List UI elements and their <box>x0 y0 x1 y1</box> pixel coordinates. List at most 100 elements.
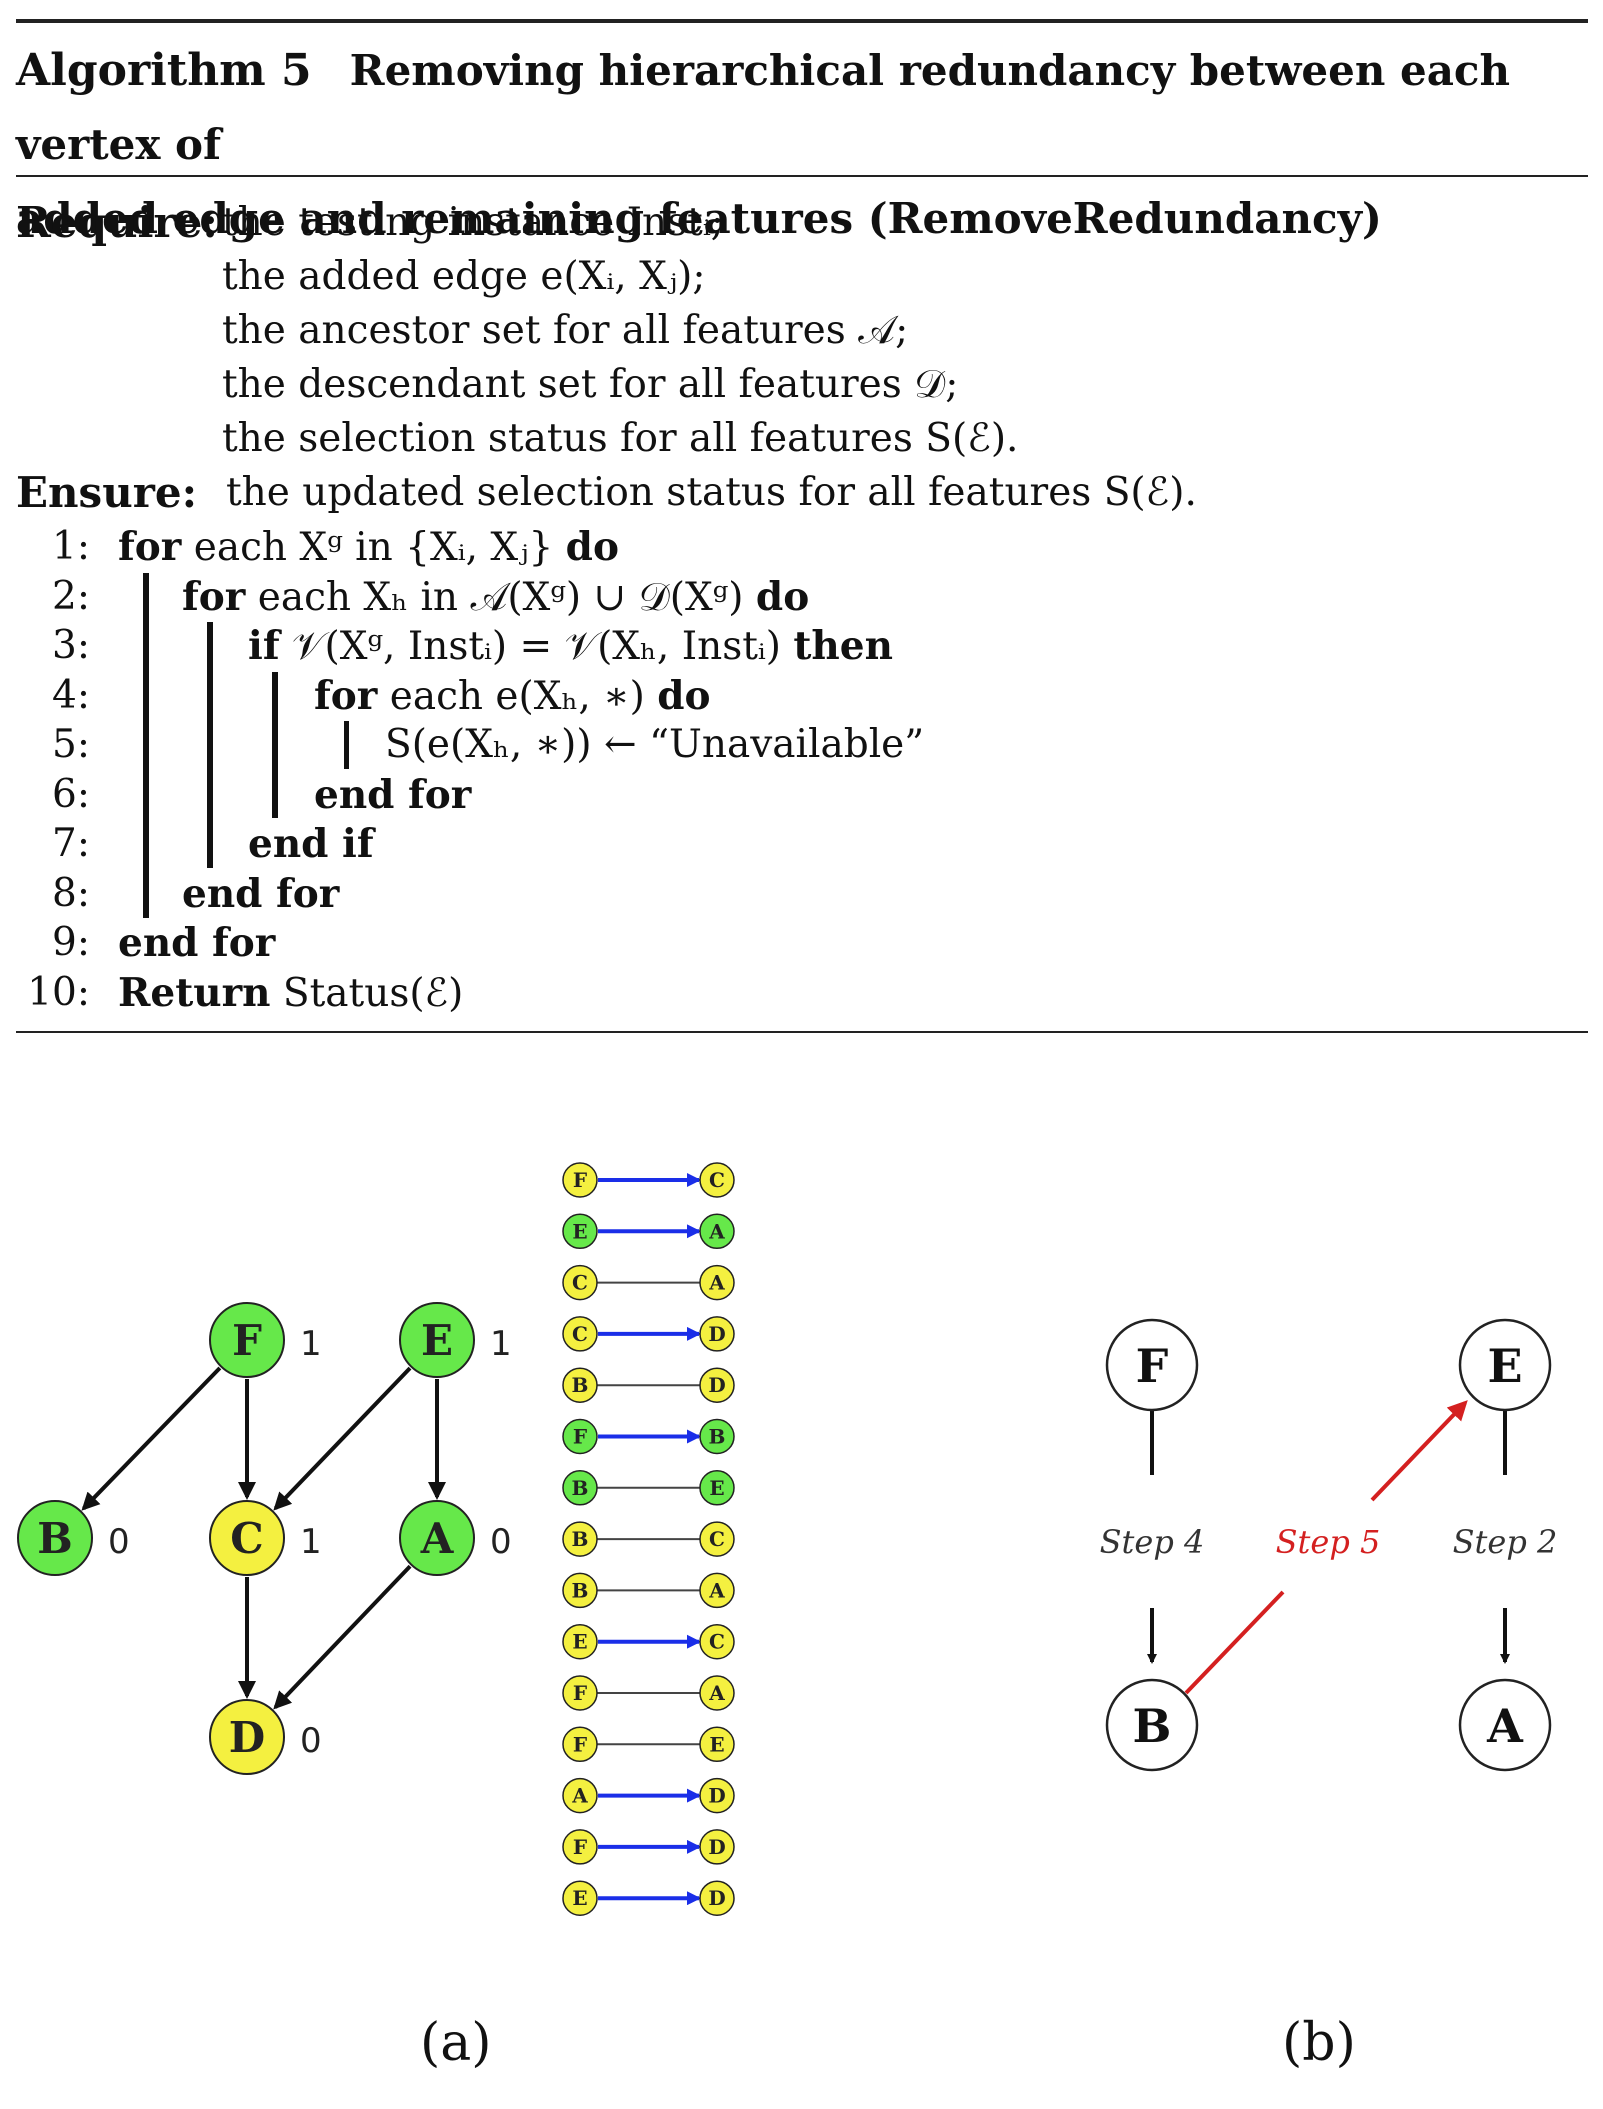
pair-node <box>699 1367 735 1403</box>
pair-node <box>699 1470 735 1506</box>
step-label: Step 4 <box>1100 1523 1205 1561</box>
pair-node <box>699 1623 735 1660</box>
step-keyword: end for <box>182 870 340 917</box>
pair-node <box>699 1264 735 1301</box>
dag-node-value: 1 <box>300 1324 322 1364</box>
pair-node <box>562 1316 598 1352</box>
step-text: each Xᵍ in {Xᵢ, Xⱼ} <box>181 525 566 570</box>
pair-node-label: C <box>709 1168 725 1192</box>
nesting-bar <box>143 573 149 918</box>
algorithm-step: for each e(Xₕ, ∗) do <box>314 671 711 722</box>
graph-b-node <box>1458 1678 1552 1772</box>
dag-node <box>399 1302 475 1378</box>
step-keyword: for <box>182 573 246 620</box>
dag-node-value: 0 <box>300 1721 322 1761</box>
figure-a-caption: (a) <box>420 2013 492 2073</box>
require-item: the descendant set for all features 𝒟; <box>222 362 959 407</box>
pair-node-label: D <box>708 1784 725 1808</box>
ensure-label: Ensure: <box>16 468 198 517</box>
step-keyword: for <box>118 524 182 570</box>
pair-node <box>562 1418 598 1455</box>
step-keyword: for <box>314 672 378 719</box>
pair-node-label: D <box>708 1322 725 1346</box>
pair-node-label: F <box>573 1168 587 1192</box>
pair-node-label: F <box>573 1425 587 1449</box>
line-number: 9: <box>52 920 90 965</box>
pair-node-label: A <box>708 1219 725 1243</box>
step-keyword: end for <box>118 920 276 966</box>
algorithm-number: Algorithm 5 <box>16 45 312 96</box>
bottom-rule <box>16 1031 1588 1033</box>
algorithm-caption-line1: Removing hierarchical redundancy between… <box>16 46 1511 169</box>
algorithm-step: end if <box>248 819 374 870</box>
algorithm-caption-line2: added edge and remaining features (Remov… <box>16 194 1382 243</box>
dag-node-label: E <box>421 1316 453 1365</box>
algorithm-step: end for <box>118 918 275 969</box>
algorithm-step: for each Xₕ in 𝒜(Xᵍ) ∪ 𝒟(Xᵍ) do <box>182 572 809 623</box>
step5-arrow <box>1370 1400 1468 1502</box>
step5-line <box>1184 1590 1285 1695</box>
pair-node <box>562 1829 598 1865</box>
dag-node-value: 0 <box>490 1522 512 1562</box>
top-rule <box>16 19 1588 23</box>
pair-node-label: B <box>709 1425 726 1449</box>
pair-node <box>562 1880 598 1916</box>
dag-node-label: A <box>420 1514 455 1563</box>
line-number: 3: <box>52 623 90 668</box>
graph-b-node <box>1105 1318 1199 1412</box>
step-keyword: do <box>755 573 810 620</box>
line-number: 6: <box>52 771 90 817</box>
dag-node <box>209 1500 285 1576</box>
pair-node-label: C <box>572 1322 588 1346</box>
graph-b-node-label: A <box>1486 1699 1524 1753</box>
pair-node <box>699 1521 735 1557</box>
step-keyword: end for <box>314 771 472 818</box>
step-keyword: then <box>793 623 893 669</box>
algorithm-step: for each Xᵍ in {Xᵢ, Xⱼ} do <box>118 522 619 573</box>
pair-node-label: D <box>708 1835 725 1859</box>
pair-node <box>562 1367 598 1403</box>
step-text: each e(Xₕ, ∗) <box>377 673 658 719</box>
require-item: the selection status for all features S(… <box>222 416 1019 461</box>
step-text: S(e(Xₕ, ∗)) ← “Unavailable” <box>385 722 925 767</box>
dag-edge <box>81 1366 222 1511</box>
step-text: 𝒱(Xᵍ, Instᵢ) = 𝒱(Xₕ, Instᵢ) <box>279 624 794 669</box>
pair-node-label: E <box>709 1732 724 1756</box>
pair-node <box>562 1264 598 1301</box>
graph-b-node <box>1105 1678 1199 1772</box>
pair-node-label: E <box>572 1886 587 1910</box>
mid-rule <box>16 175 1588 177</box>
graph-b-node-label: F <box>1136 1339 1169 1393</box>
pair-node-label: A <box>708 1271 725 1295</box>
pair-node <box>699 1162 735 1198</box>
pair-node-label: C <box>572 1271 588 1295</box>
algorithm-step: Return Status(ℰ) <box>118 968 463 1019</box>
pair-node-label: F <box>573 1732 587 1756</box>
dag-node <box>17 1500 93 1576</box>
pair-node <box>699 1418 735 1455</box>
line-number: 2: <box>52 573 90 619</box>
pair-node <box>562 1572 598 1609</box>
pair-node <box>699 1829 735 1865</box>
nesting-bar <box>272 672 278 818</box>
pair-node-label: A <box>708 1681 725 1705</box>
line-number: 8: <box>52 870 90 916</box>
dag-node <box>399 1500 475 1576</box>
pair-node-label: E <box>709 1476 724 1500</box>
pair-node-label: D <box>708 1886 725 1910</box>
nesting-bar <box>207 622 213 868</box>
pair-node <box>699 1726 735 1763</box>
dag-node-label: B <box>37 1514 73 1563</box>
algorithm-step: end for <box>314 770 471 821</box>
pair-node-label: C <box>709 1527 725 1551</box>
pair-node-label: F <box>573 1681 587 1705</box>
dag-node-value: 1 <box>300 1522 322 1562</box>
pair-node-label: E <box>572 1630 587 1654</box>
pair-node <box>699 1213 735 1250</box>
pair-node <box>562 1213 598 1250</box>
step-text: each Xₕ in 𝒜(Xᵍ) ∪ 𝒟(Xᵍ) <box>245 574 756 620</box>
pair-node <box>699 1880 735 1916</box>
graph-b-node-label: B <box>1133 1699 1172 1753</box>
require-label: Require: <box>16 198 218 247</box>
